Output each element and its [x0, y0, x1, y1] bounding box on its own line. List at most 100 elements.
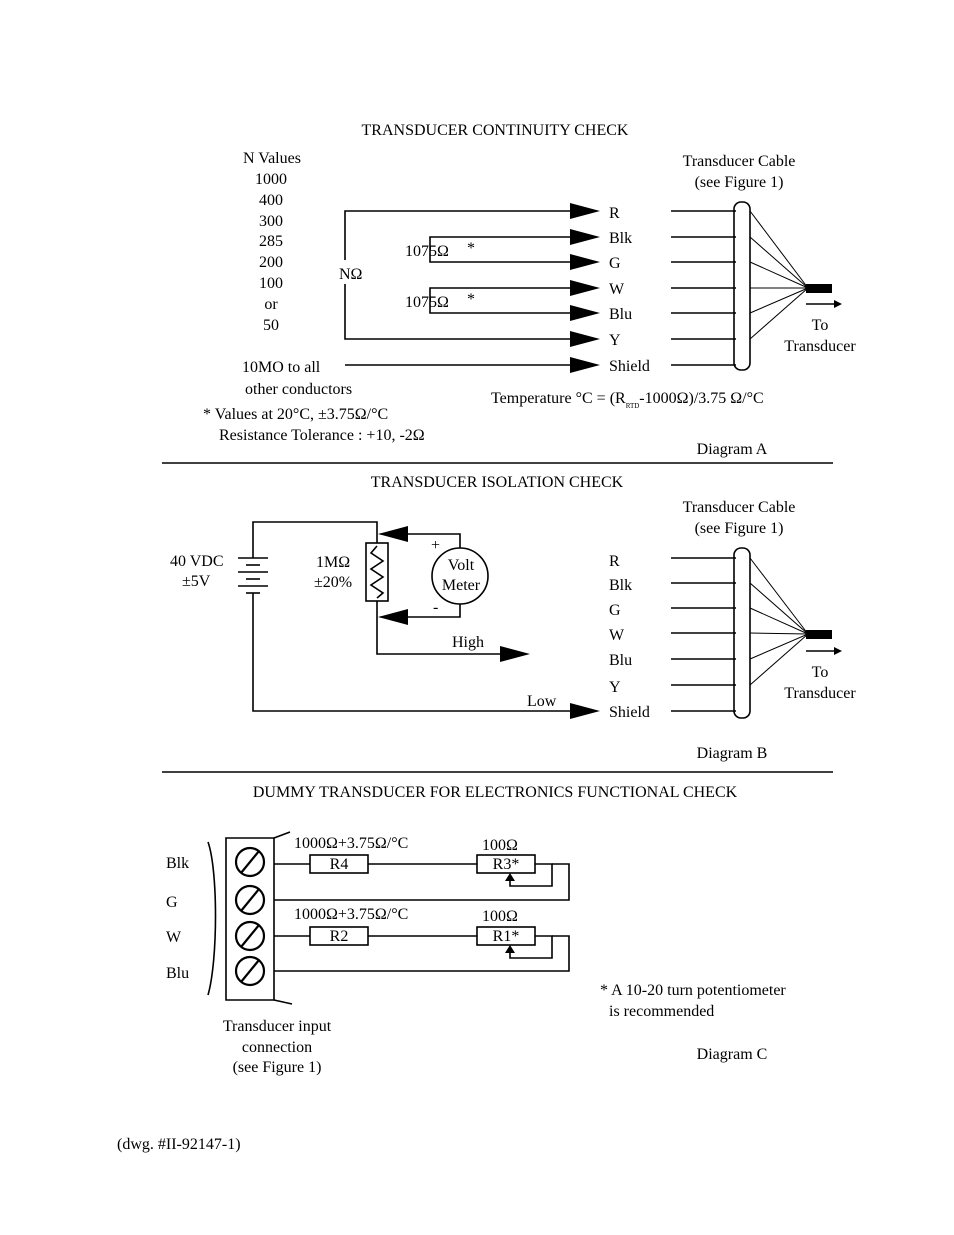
- cable-heading-line2: (see Figure 1): [695, 520, 784, 537]
- low-arrowhead: [570, 703, 600, 719]
- n-loop-lower: [344, 284, 570, 340]
- wire-label-r: R: [609, 553, 620, 570]
- r3-wiper-loop: [509, 863, 553, 887]
- arrowhead: [570, 357, 600, 373]
- supply-tolerance: ±5V: [182, 573, 211, 590]
- arrowhead: [570, 280, 600, 296]
- to-arrow-head-b: [834, 647, 842, 655]
- terminal-screw-icon: [234, 846, 266, 878]
- transducer-label-b: Transducer: [784, 685, 856, 702]
- r4-value: 1000Ω+3.75Ω/°C: [294, 835, 408, 852]
- drawing-number: (dwg. #II-92147-1): [117, 1136, 241, 1153]
- temperature-formula: Temperature °C = (RRTD-1000Ω)/3.75 Ω/°C: [491, 390, 764, 410]
- meter-positive-arrowhead: [378, 526, 408, 542]
- terminal-label-blk: Blk: [166, 855, 189, 872]
- n-value: 400: [259, 192, 283, 209]
- arrowhead: [570, 331, 600, 347]
- cable-plug-b: [806, 630, 832, 639]
- wire-label-blu: Blu: [609, 652, 632, 669]
- r1-value: 100Ω: [482, 908, 518, 925]
- r1-wiper-arrow: [505, 945, 515, 953]
- diagram-a-label: Diagram A: [697, 441, 768, 458]
- cable-fan-a: [749, 210, 809, 340]
- diagram-c-label: Diagram C: [697, 1046, 768, 1063]
- terminal-screw-icon: [234, 955, 266, 987]
- cable-connector-b: [733, 547, 751, 719]
- n-loop-upper: [344, 210, 570, 260]
- resistor-tolerance: ±20%: [314, 574, 352, 591]
- terminal-block-edge: [207, 841, 217, 996]
- terminal-label-blu: Blu: [166, 965, 189, 982]
- wire-label-r: R: [609, 205, 620, 222]
- wire-label-w: W: [609, 281, 625, 298]
- supply-voltage: 40 VDC: [170, 553, 224, 570]
- low-wire: [252, 593, 570, 712]
- connection-caption-line2: connection: [242, 1039, 312, 1056]
- r3-wiper-arrow: [505, 873, 515, 881]
- n-value: 100: [259, 275, 283, 292]
- to-label-b: To: [812, 664, 829, 681]
- meter-plus-sign: +: [431, 537, 440, 554]
- to-arrow-head-a: [834, 300, 842, 308]
- cable-heading-line1: Transducer Cable: [683, 153, 796, 170]
- terminal-screw-icon: [234, 920, 266, 952]
- wire-label-blu: Blu: [609, 306, 632, 323]
- resistor-1075-a: 1075Ω: [405, 243, 449, 260]
- cable-heading-line1: Transducer Cable: [683, 499, 796, 516]
- volt-meter-label-line1: Volt: [448, 557, 475, 574]
- footnote-line1: * Values at 20°C, ±3.75Ω/°C: [203, 406, 388, 423]
- wire-blu-return: [274, 935, 570, 972]
- r1-wiper-loop: [509, 935, 553, 959]
- r1-name: R1*: [493, 928, 520, 945]
- connection-caption-line3: (see Figure 1): [233, 1059, 322, 1076]
- diagram-b: TRANSDUCER ISOLATION CHECK 40 VDC ±5V 1M…: [170, 474, 856, 762]
- resistor-value: 1MΩ: [316, 554, 350, 571]
- wire-label-g: G: [609, 602, 621, 619]
- n-value: 285: [259, 233, 283, 250]
- connection-caption-line1: Transducer input: [223, 1018, 332, 1035]
- high-label: High: [452, 634, 484, 651]
- cable-heading-line2: (see Figure 1): [695, 174, 784, 191]
- wire-label-w: W: [609, 627, 625, 644]
- wire-label-y: Y: [609, 679, 621, 696]
- high-arrowhead: [500, 646, 530, 662]
- r2-value: 1000Ω+3.75Ω/°C: [294, 906, 408, 923]
- shield-note-line2: other conductors: [245, 381, 352, 398]
- arrowhead: [570, 203, 600, 219]
- wire-label-blk: Blk: [609, 577, 632, 594]
- wire-label-shield: Shield: [609, 704, 650, 721]
- battery-symbol: [238, 557, 268, 594]
- diagram-c-title: DUMMY TRANSDUCER FOR ELECTRONICS FUNCTIO…: [253, 784, 738, 801]
- terminal-label-w: W: [166, 929, 182, 946]
- meter-negative-arrowhead: [378, 609, 408, 625]
- arrowhead: [570, 254, 600, 270]
- wire-label-g: G: [609, 255, 621, 272]
- cable-leads-a: [671, 210, 736, 366]
- n-ohm-label: NΩ: [339, 266, 363, 283]
- n-value: 300: [259, 213, 283, 230]
- diagram-c: DUMMY TRANSDUCER FOR ELECTRONICS FUNCTIO…: [166, 784, 786, 1076]
- low-label: Low: [527, 693, 557, 710]
- pot-note-line2: is recommended: [609, 1003, 714, 1020]
- diagram-b-title: TRANSDUCER ISOLATION CHECK: [371, 474, 624, 491]
- r4-name: R4: [330, 856, 349, 873]
- terminal-block-corners: [273, 831, 293, 1005]
- cable-leads-b: [671, 557, 736, 712]
- terminal-screw-icon: [234, 884, 266, 916]
- n-values-heading: N Values: [243, 150, 301, 167]
- resistor-1m: [365, 542, 389, 602]
- loop-blk-g: [429, 236, 570, 263]
- to-label-a: To: [812, 317, 829, 334]
- cable-connector-a: [733, 201, 751, 371]
- wire-g-return: [274, 863, 570, 901]
- star-b: *: [467, 291, 475, 308]
- star-a: *: [467, 240, 475, 257]
- resistor-zigzag: [369, 545, 385, 599]
- r2-name: R2: [330, 928, 349, 945]
- meter-minus-sign: -: [433, 599, 438, 616]
- resistor-1075-b: 1075Ω: [405, 294, 449, 311]
- shield-note-line1: 10MO to all: [242, 359, 321, 376]
- n-value: 50: [263, 317, 279, 334]
- r3-value: 100Ω: [482, 837, 518, 854]
